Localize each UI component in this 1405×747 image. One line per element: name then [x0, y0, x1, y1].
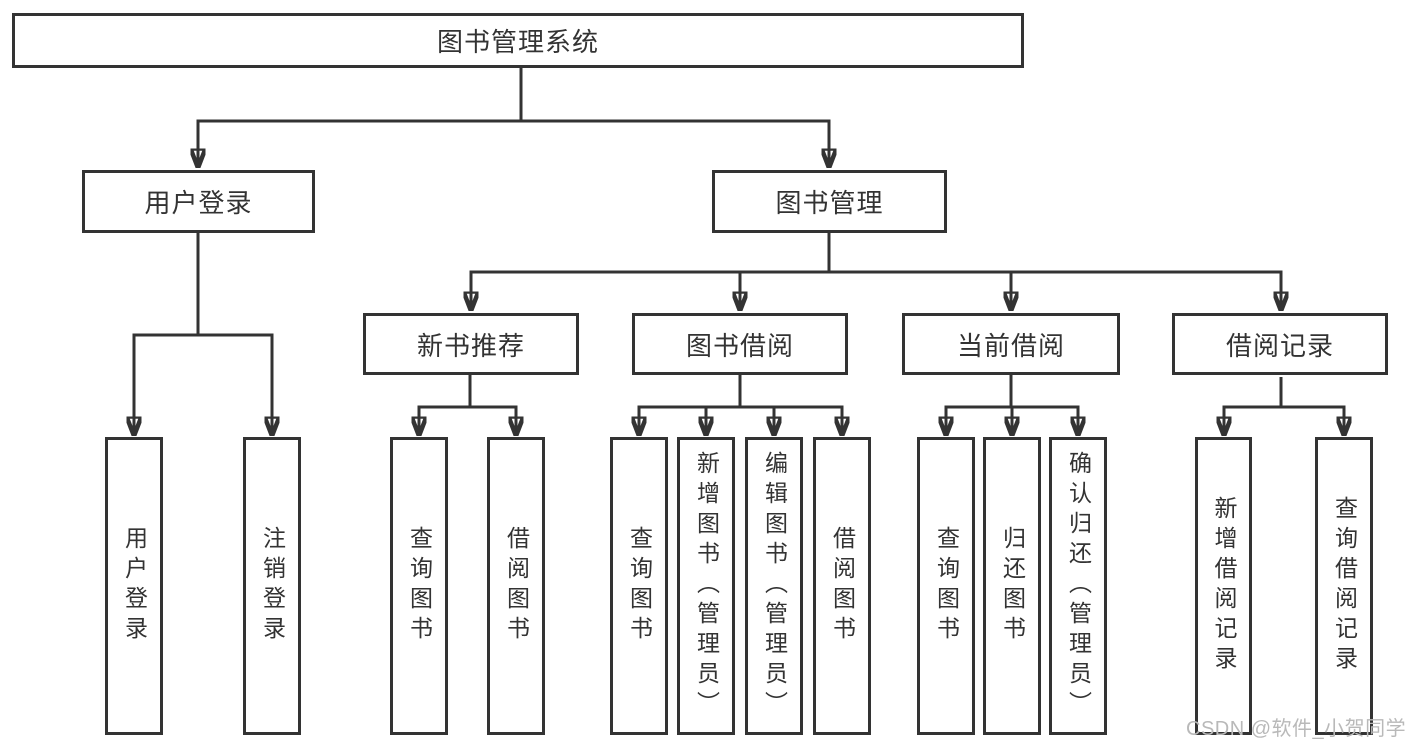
edge-to-leaf-user-login — [134, 333, 198, 436]
edge-to-leaf-add-books — [706, 405, 740, 436]
edge-root-to-book-management — [521, 119, 829, 168]
leaf-add-borrow-record: 新增借阅记录 — [1195, 437, 1252, 735]
edge-to-borrowing-records — [829, 270, 1281, 311]
edge-to-leaf-query-books-3 — [946, 405, 1011, 436]
edge-to-leaf-confirm-return — [1011, 405, 1078, 436]
leaf-borrow-books-1: 借阅图书 — [487, 437, 545, 735]
leaf-query-books-3: 查询图书 — [917, 437, 975, 735]
edge-to-current-borrowing — [829, 270, 1011, 311]
leaf-borrow-books-2: 借阅图书 — [813, 437, 871, 735]
edge-to-leaf-borrow-books-1 — [470, 405, 516, 436]
leaf-confirm-return-admin: 确认归还（管理员） — [1049, 437, 1107, 735]
edge-to-new-book-recommend — [471, 270, 829, 311]
leaf-return-books: 归还图书 — [983, 437, 1041, 735]
leaf-query-borrow-record: 查询借阅记录 — [1315, 437, 1373, 735]
leaf-user-login: 用户登录 — [105, 437, 163, 735]
leaf-query-books-2: 查询图书 — [610, 437, 668, 735]
node-new-book-recommend: 新书推荐 — [363, 313, 579, 375]
leaf-query-books-1: 查询图书 — [390, 437, 448, 735]
node-book-management: 图书管理 — [712, 170, 947, 233]
edge-to-leaf-query-books-2 — [639, 405, 740, 436]
leaf-add-books-admin: 新增图书（管理员） — [677, 437, 735, 735]
leaf-edit-books-admin: 编辑图书（管理员） — [745, 437, 803, 735]
edge-to-leaf-return-books — [1011, 405, 1012, 436]
node-root: 图书管理系统 — [12, 13, 1024, 68]
edge-to-leaf-query-books-1 — [419, 405, 470, 436]
edge-to-book-borrowing — [740, 270, 829, 311]
node-book-borrowing: 图书借阅 — [632, 313, 848, 375]
edge-to-leaf-add-borrow-record — [1224, 405, 1281, 436]
edge-to-leaf-logout — [198, 333, 272, 436]
node-user-login: 用户登录 — [82, 170, 315, 233]
edge-to-leaf-edit-books — [740, 405, 774, 436]
node-borrowing-records: 借阅记录 — [1172, 313, 1388, 375]
node-current-borrowing: 当前借阅 — [902, 313, 1120, 375]
edge-to-leaf-query-borrow-record — [1281, 405, 1344, 436]
csdn-watermark: CSDN @软件_小贺同学 — [1186, 718, 1405, 740]
edge-root-to-user-login — [198, 119, 521, 168]
leaf-logout: 注销登录 — [243, 437, 301, 735]
edge-to-leaf-borrow-books-2 — [740, 405, 842, 436]
